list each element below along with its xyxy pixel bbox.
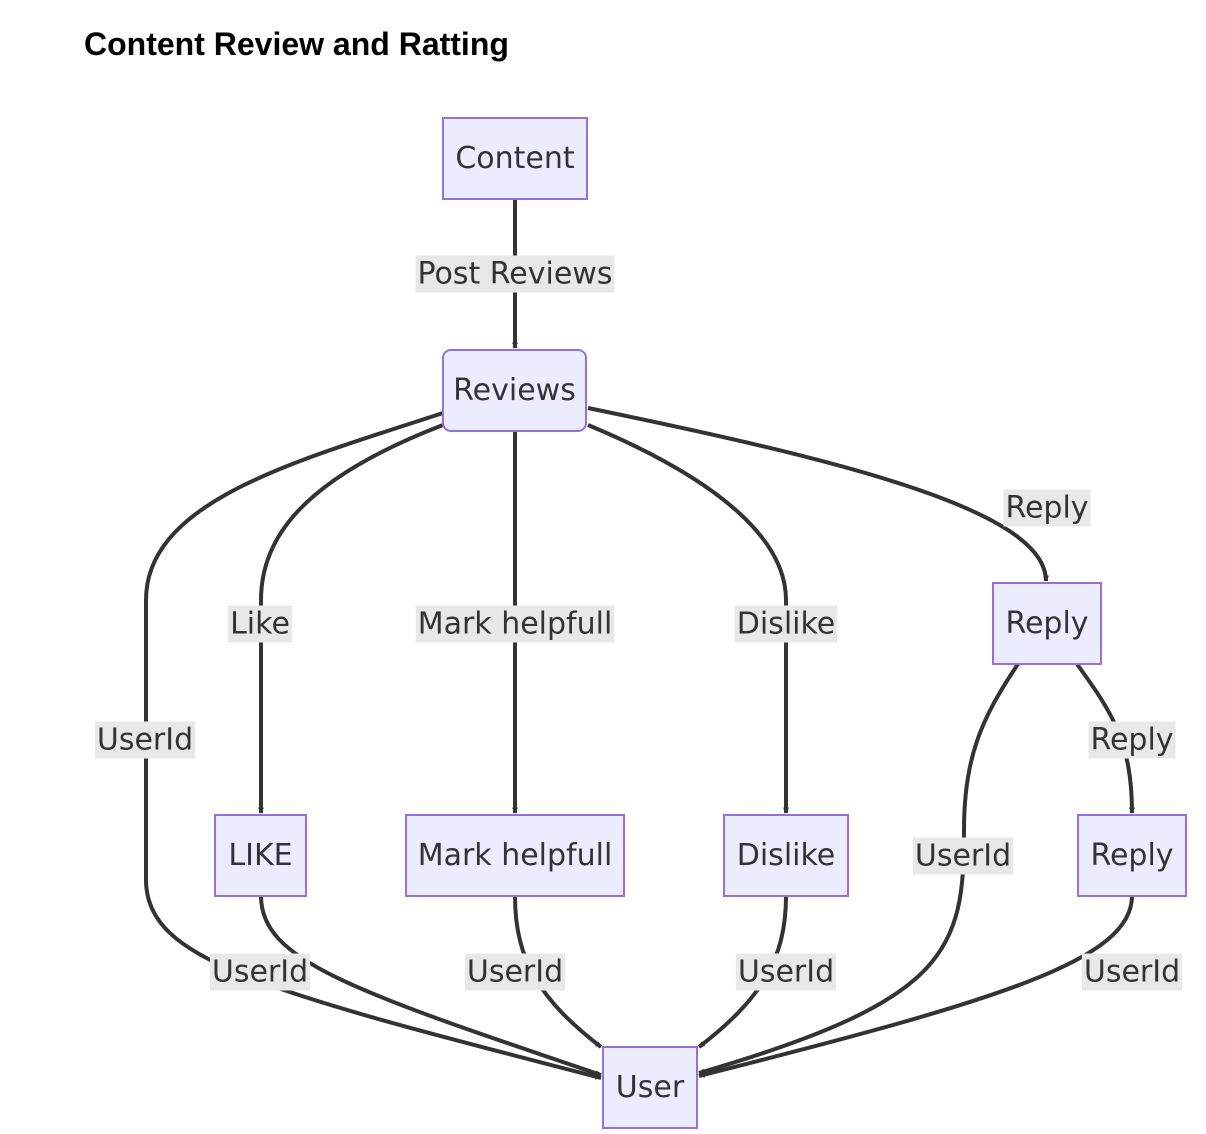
node-like: LIKE [214,814,307,897]
edge-label-background [228,605,292,643]
edge-label-group: UserId [94,721,196,759]
edge-label-background [415,255,615,293]
edge-label-group: UserId [464,953,566,991]
node-label: Mark helpfull [418,838,613,873]
node-reviews: Reviews [442,349,587,432]
edge-label-background [1081,953,1183,991]
edge-reply2-to-user [698,895,1134,1078]
edge-label: UserId [97,723,193,758]
node-box [214,814,307,897]
edge-label-group: UserId [912,837,1014,875]
node-mark-helpfull: Mark helpfull [405,814,625,897]
edge-label: Reply [1005,491,1088,526]
node-label: Reply [1090,838,1173,873]
edge-label-group: UserId [1081,953,1183,991]
node-label: Reviews [453,373,576,408]
edge-label-background [94,721,196,759]
edge-label-group: Dislike [734,605,838,643]
edge-label-background [1003,489,1091,527]
node-box [442,349,587,432]
node-box [405,814,625,897]
edge-reviews-to-user [144,411,602,1080]
edge-label: UserId [738,955,834,990]
edge-label-group: Reply [1003,489,1091,527]
node-label: Content [455,141,575,176]
node-box [1077,814,1187,897]
node-label: LIKE [228,838,292,873]
edge-label-group: Reply [1088,721,1176,759]
edge-label: UserId [212,955,308,990]
edge-label: Like [230,607,290,642]
edge-label: UserId [915,839,1011,874]
edge-label-group: UserId [735,953,837,991]
node-box [602,1046,698,1129]
node-label: Reply [1005,606,1088,641]
node-dislike: Dislike [723,814,849,897]
edge-reviews-to-like [258,423,444,814]
edge-reviews-to-dislike [587,423,789,814]
edge-like-to-user [259,895,602,1077]
edge-label-background [734,605,838,643]
node-box [992,582,1102,665]
edge-label-group: UserId [209,953,311,991]
edge-label-background [415,605,615,643]
edge-label-background [209,953,311,991]
node-box [723,814,849,897]
node-box [442,117,588,200]
edge-label-group: Like [228,605,292,643]
edge-label-group: Mark helpfull [415,605,615,643]
edge-label: Mark helpfull [418,607,613,642]
node-reply1: Reply [992,582,1102,665]
edge-label: Reply [1090,723,1173,758]
node-label: Dislike [737,838,836,873]
node-reply2: Reply [1077,814,1187,897]
edge-label-background [912,837,1014,875]
node-label: User [616,1070,685,1105]
node-user: User [602,1046,698,1129]
edge-reviews-to-reply1 [587,406,1049,582]
diagram-title: Content Review and Ratting [84,26,509,62]
edge-label: Dislike [737,607,836,642]
node-content: Content [442,117,588,200]
edge-label-background [464,953,566,991]
edge-label: UserId [1084,955,1180,990]
edge-label: Post Reviews [418,257,613,292]
edge-label-background [735,953,837,991]
edge-label: UserId [467,955,563,990]
edge-label-background [1088,721,1176,759]
edge-label-group: Post Reviews [415,255,615,293]
edges-layer [144,199,1135,1080]
